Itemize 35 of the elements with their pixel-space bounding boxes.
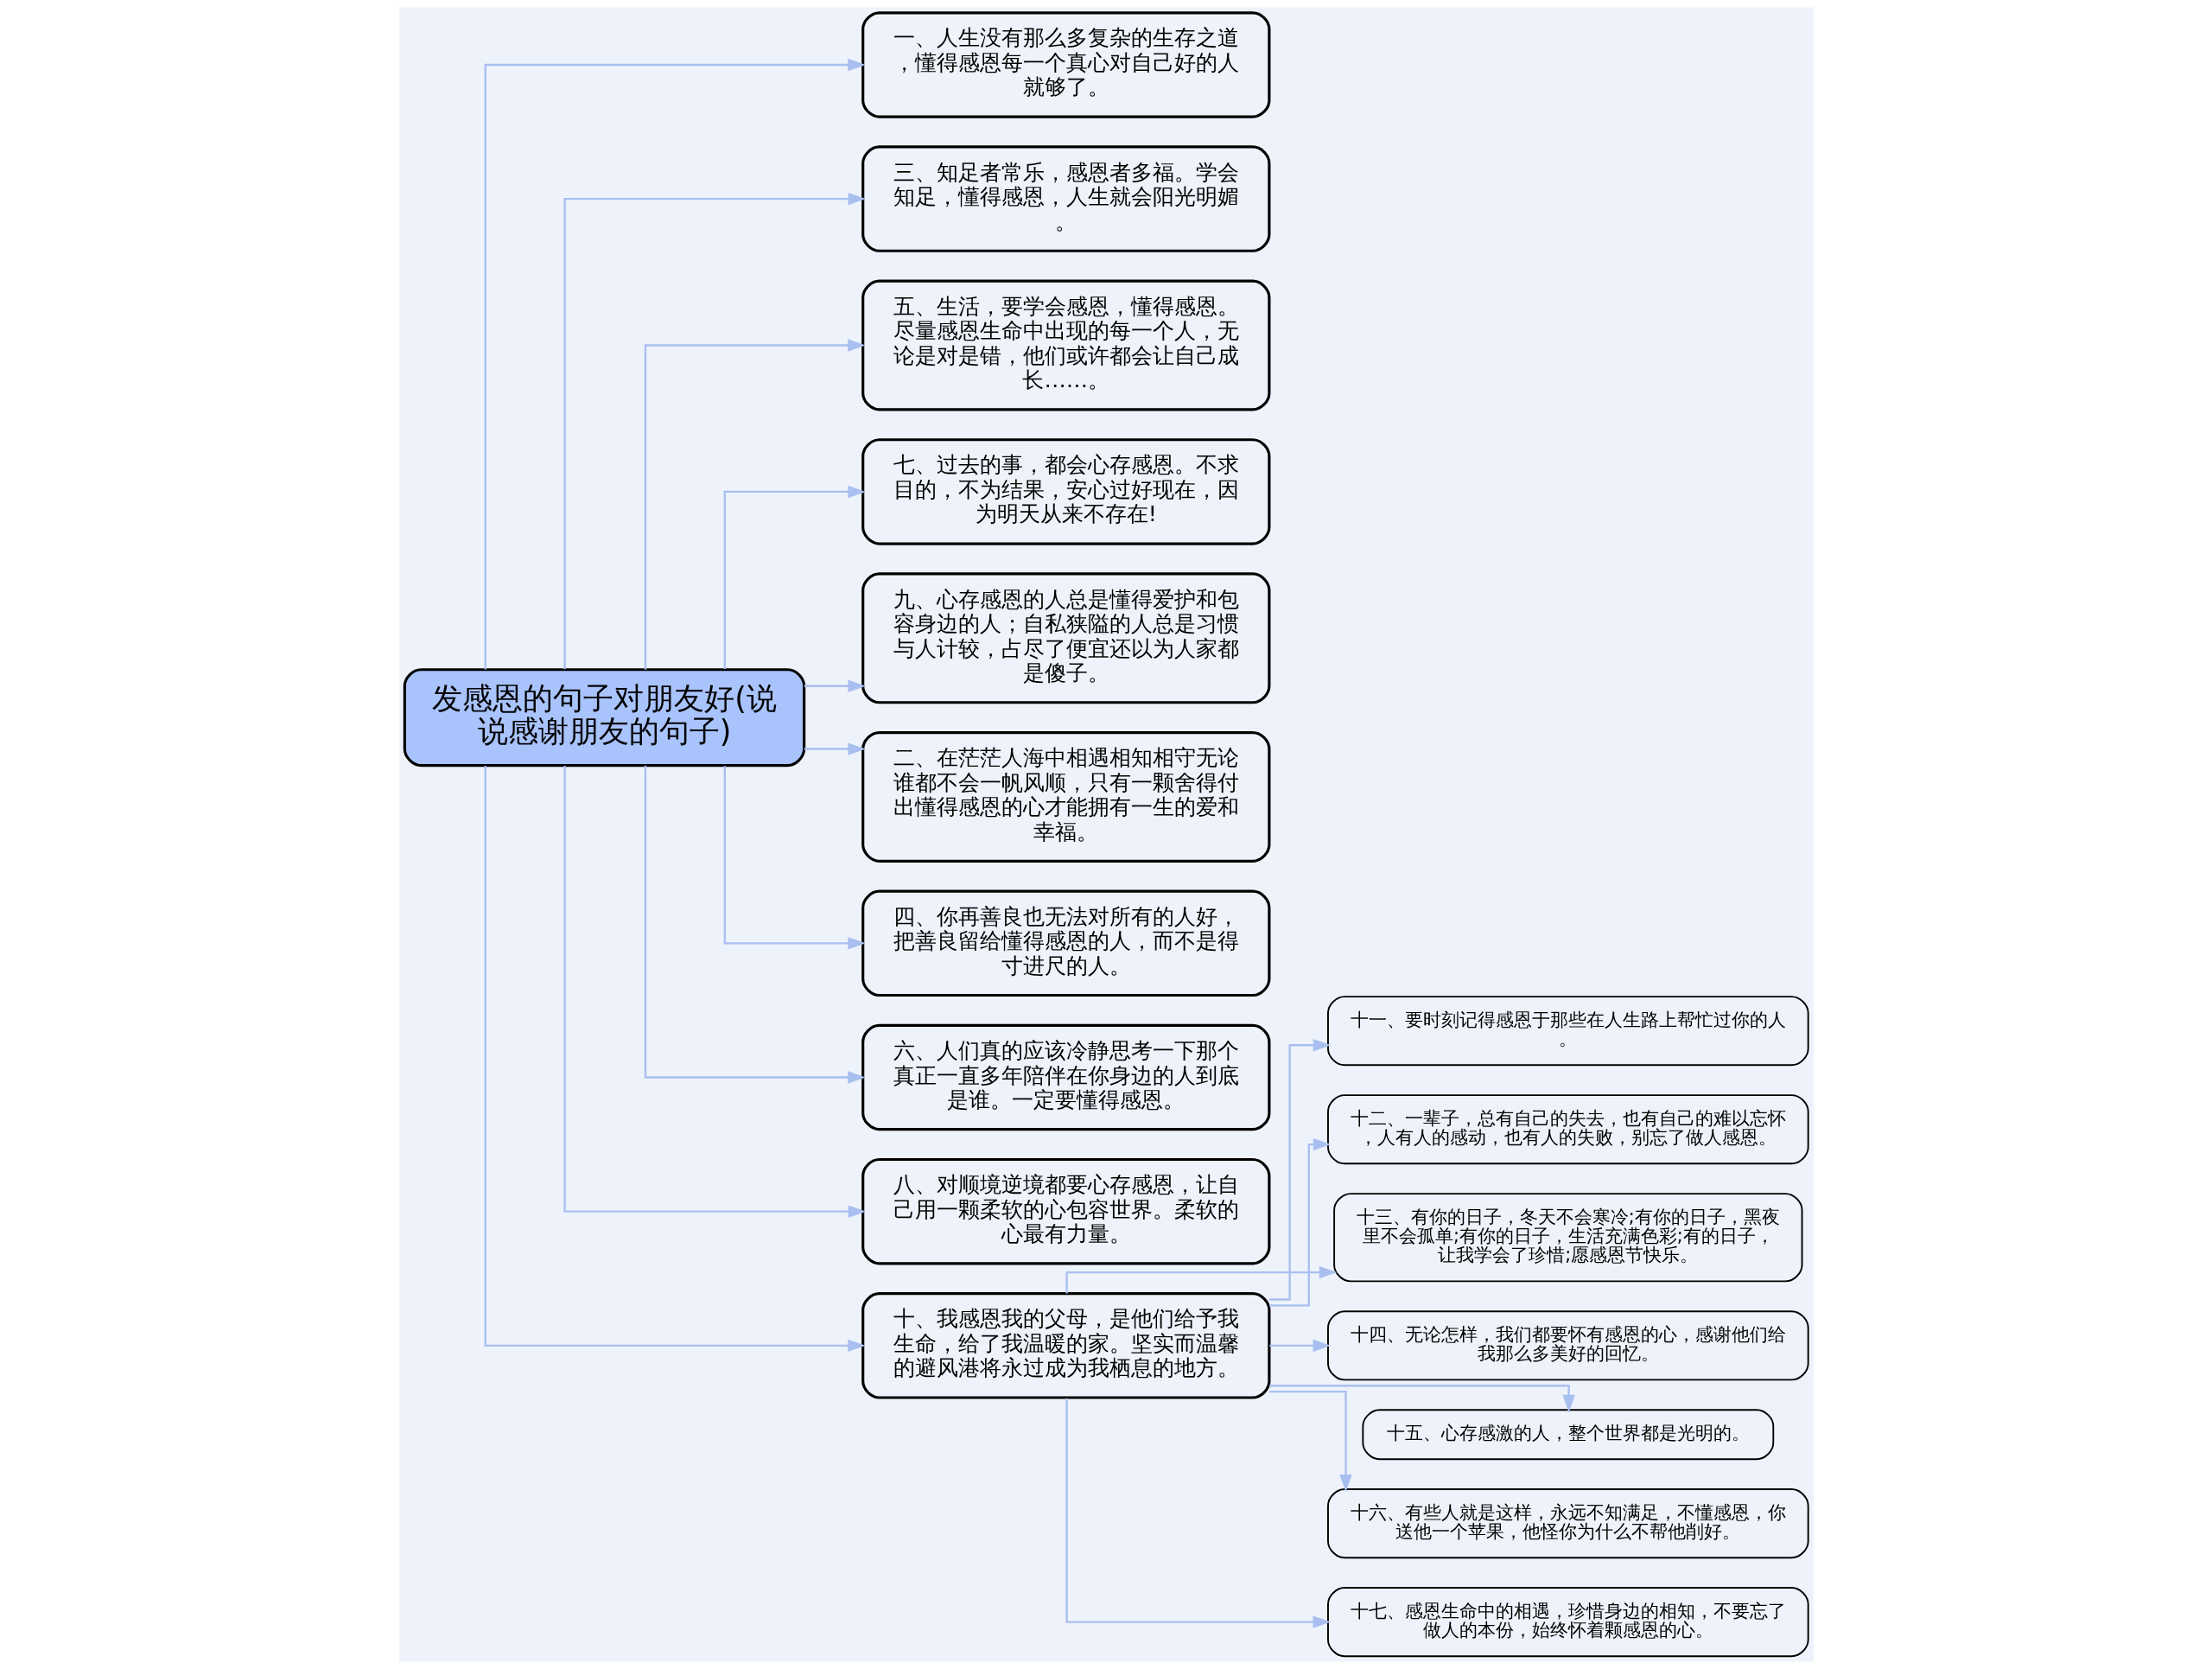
arrow (1065, 1265, 1337, 1294)
node-box: 六、人们真的应该冷静思考一下那个真正一直多年陪伴在你身边的人到底是谁。一定要懂得感恩。 (861, 1023, 1270, 1131)
node-box: 十五、心存感激的人，整个世界都是光明的。 (1361, 1409, 1774, 1461)
arrow (723, 766, 866, 950)
arrow (484, 58, 866, 670)
node-box: 十、我感恩我的父母，是他们给予我生命，给了我温暖的家。坚实而温馨的避风港将永过成为我栖息的地方。 (861, 1292, 1270, 1399)
node-box: 二、在茫茫人海中相遇相知相守无论谁都不会一帆风顺，只有一颗舍得付出懂得感恩的心才能拥有一生的爱和幸福。 (861, 730, 1270, 863)
node-box: 七、过去的事，都会心存感恩。不求目的，不为结果，安心过好现在，因为明天从来不存在! (861, 438, 1270, 545)
arrow (1268, 1339, 1331, 1353)
node-box: 三、知足者常乐，感恩者多福。学会知足，懂得感恩，人生就会阳光明媚。 (861, 145, 1270, 252)
arrow (1268, 1390, 1352, 1493)
arrow (804, 742, 866, 755)
arrow (563, 192, 866, 670)
arrow (723, 485, 866, 670)
arrow (644, 765, 866, 1084)
node-box: 十四、无论怎样，我们都要怀有感恩的心，感谢他们给我那么多美好的回忆。 (1326, 1310, 1809, 1381)
node-box: 十一、要时刻记得感恩于那些在人生路上帮忙过你的人。 (1326, 996, 1809, 1067)
node-box: 一、人生没有那么多复杂的生存之道，懂得感恩每一个真心对自己好的人就够了。 (861, 11, 1270, 118)
arrow (1065, 1398, 1331, 1628)
node-box: 五、生活，要学会感恩，懂得感恩。尽量感恩生命中出现的每一个人，无论是对是错，他们或许都会让自己成长……。 (861, 279, 1270, 411)
node-box: 十七、感恩生命中的相遇，珍惜身边的相知，不要忘了做人的本份，始终怀着颗感恩的心。 (1326, 1587, 1809, 1658)
arrow (644, 339, 866, 670)
node-box: 八、对顺境逆境都要心存感恩，让自己用一颗柔软的心包容世界。柔软的心最有力量。 (861, 1157, 1270, 1265)
node-box: 九、心存感恩的人总是懂得爱护和包容身边的人；自私狭隘的人总是习惯与人计较，占尽了便宜还以为人家都是傻子。 (861, 572, 1270, 704)
node-box: 十三、有你的日子，冬天不会寒冷;有你的日子，黑夜里不会孤单;有你的日子，生活充满色彩;有的日子，让我学会了珍惜;愿感恩节快乐。 (1332, 1193, 1802, 1283)
arrow (1268, 1137, 1331, 1307)
arrow (1268, 1385, 1575, 1413)
arrow (804, 679, 866, 692)
node-box: 十六、有些人就是这样，永远不知满足，不懂感恩，你送他一个苹果，他怪你为什么不帮他削好。 (1326, 1488, 1809, 1559)
arrow (1268, 1039, 1331, 1301)
arrow (484, 765, 866, 1353)
node-box: 十二、一辈子，总有自己的失去，也有自己的难以忘怀，人有人的感动，也有人的失败，别忘了做人感恩。 (1326, 1094, 1809, 1165)
node-box: 发感恩的句子对朋友好(说说感谢朋友的句子) (403, 668, 805, 768)
node-box: 四、你再善良也无法对所有的人好，把善良留给懂得感恩的人，而不是得寸进尺的人。 (861, 889, 1270, 997)
arrow (563, 766, 866, 1218)
